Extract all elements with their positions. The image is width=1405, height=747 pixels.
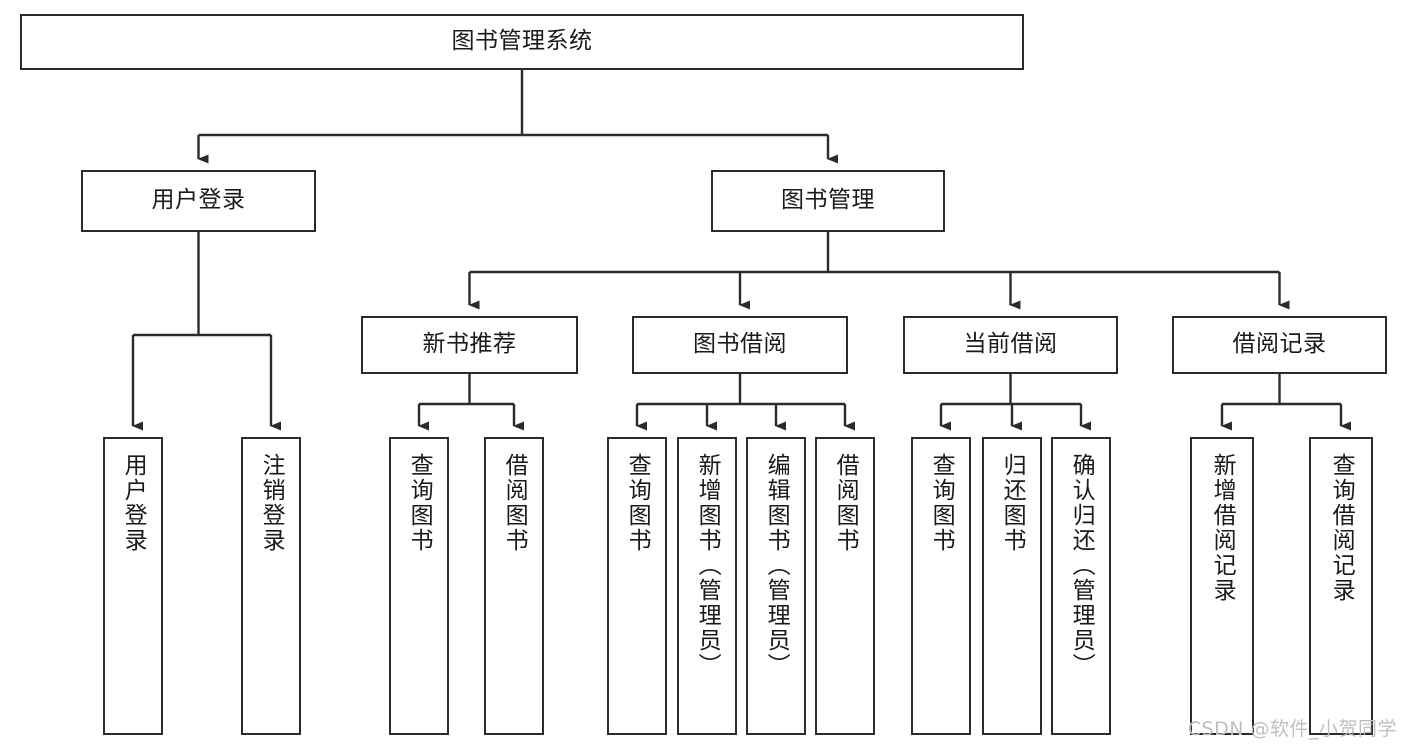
node-label: 图书管理 <box>781 187 875 214</box>
node-leaf-cur-3[interactable]: 确认归还（管理员） <box>1051 437 1111 735</box>
node-label: 借阅图书 <box>501 453 528 553</box>
node-leaf-bor-4[interactable]: 借阅图书 <box>815 437 875 735</box>
node-label: 编辑图书（管理员） <box>763 453 790 678</box>
node-label: 注销登录 <box>258 453 285 553</box>
node-login[interactable]: 用户登录 <box>81 170 316 232</box>
node-newbook[interactable]: 新书推荐 <box>361 316 578 374</box>
node-label: 新书推荐 <box>422 331 517 358</box>
node-leaf-cur-1[interactable]: 查询图书 <box>911 437 971 735</box>
node-label: 归还图书 <box>999 453 1026 553</box>
node-label: 借阅记录 <box>1232 331 1327 358</box>
node-records[interactable]: 借阅记录 <box>1172 316 1387 374</box>
node-leaf-new-1[interactable]: 查询图书 <box>389 437 449 735</box>
node-label: 图书借阅 <box>693 331 787 358</box>
node-label: 当前借阅 <box>963 331 1058 358</box>
node-leaf-login-1[interactable]: 用户登录 <box>103 437 163 735</box>
node-label: 借阅图书 <box>832 453 859 553</box>
node-label: 确认归还（管理员） <box>1068 453 1095 678</box>
node-current[interactable]: 当前借阅 <box>903 316 1118 374</box>
node-label: 用户登录 <box>151 187 246 214</box>
node-label: 查询图书 <box>928 453 955 553</box>
node-leaf-cur-2[interactable]: 归还图书 <box>982 437 1042 735</box>
node-label: 新增图书（管理员） <box>694 453 721 678</box>
node-label: 新增借阅记录 <box>1209 453 1236 603</box>
node-leaf-bor-3[interactable]: 编辑图书（管理员） <box>746 437 806 735</box>
csdn-watermark: CSDN @软件_小贺同学 <box>1187 718 1397 740</box>
node-label: 图书管理系统 <box>451 28 593 55</box>
node-leaf-new-2[interactable]: 借阅图书 <box>484 437 544 735</box>
node-bookmgmt[interactable]: 图书管理 <box>711 170 945 232</box>
node-root[interactable]: 图书管理系统 <box>20 14 1024 70</box>
node-label: 用户登录 <box>120 453 147 553</box>
node-label: 查询图书 <box>406 453 433 553</box>
node-leaf-rec-2[interactable]: 查询借阅记录 <box>1309 437 1373 735</box>
node-leaf-login-2[interactable]: 注销登录 <box>241 437 301 735</box>
node-leaf-rec-1[interactable]: 新增借阅记录 <box>1190 437 1254 735</box>
node-leaf-bor-2[interactable]: 新增图书（管理员） <box>677 437 737 735</box>
node-label: 查询图书 <box>624 453 651 553</box>
node-borrow[interactable]: 图书借阅 <box>632 316 848 374</box>
node-label: 查询借阅记录 <box>1328 453 1355 603</box>
node-leaf-bor-1[interactable]: 查询图书 <box>607 437 667 735</box>
